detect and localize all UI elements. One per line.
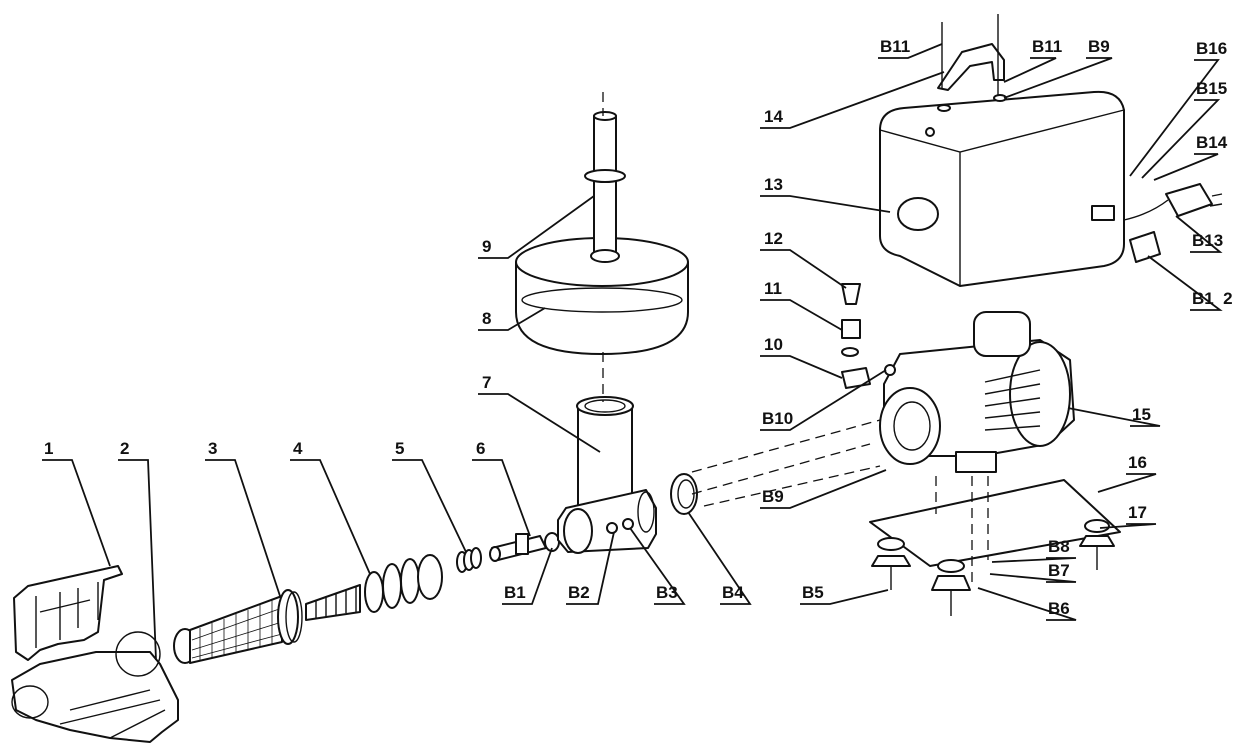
callout-b3: B3 bbox=[656, 583, 678, 602]
part-14-handle bbox=[937, 14, 1007, 112]
callout-b9-upper: B9 bbox=[1088, 37, 1110, 56]
callout-13: 13 bbox=[764, 175, 783, 194]
part-13-housing-box bbox=[879, 90, 1125, 287]
callout-b4: B4 bbox=[722, 583, 744, 602]
callout-10: 10 bbox=[764, 335, 783, 354]
part-b4-ring bbox=[670, 473, 698, 515]
part-7-body bbox=[557, 396, 657, 554]
callout-16: 16 bbox=[1128, 453, 1147, 472]
part-6-shaft bbox=[489, 533, 547, 562]
callout-b5: B5 bbox=[802, 583, 824, 602]
part-17-feet bbox=[871, 519, 1115, 616]
callout-b13: B13 bbox=[1192, 231, 1223, 250]
callout-14: 14 bbox=[764, 107, 783, 126]
part-15-motor bbox=[879, 311, 1075, 473]
callout-b11-left: B11 bbox=[880, 37, 910, 56]
callout-b2: B2 bbox=[568, 583, 590, 602]
part-5-spring bbox=[456, 547, 482, 573]
callout-12: 12 bbox=[764, 229, 783, 248]
callout-b16: B16 bbox=[1196, 39, 1227, 58]
part-1-cover-plate bbox=[13, 565, 123, 661]
callout-4: 4 bbox=[293, 439, 303, 458]
callout-9: 9 bbox=[482, 237, 491, 256]
callout-15: 15 bbox=[1132, 405, 1151, 424]
callout-b11-right: B11 bbox=[1032, 37, 1062, 56]
part-9-pusher bbox=[584, 111, 626, 263]
callout-b14: B14 bbox=[1196, 133, 1228, 152]
callout-b10: B10 bbox=[762, 409, 793, 428]
callout-7: 7 bbox=[482, 373, 491, 392]
callout-b9-lower: B9 bbox=[762, 487, 784, 506]
part-b13-plug bbox=[1123, 183, 1223, 221]
callout-11: 11 bbox=[764, 279, 782, 298]
assembly-dash-lines bbox=[691, 419, 881, 507]
callout-5: 5 bbox=[395, 439, 404, 458]
part-b12-switch bbox=[1129, 231, 1161, 263]
callout-6: 6 bbox=[476, 439, 485, 458]
callout-b6: B6 bbox=[1048, 599, 1070, 618]
callout-8: 8 bbox=[482, 309, 491, 328]
callout-1: 1 bbox=[44, 439, 53, 458]
part-4-spiral-screw bbox=[305, 554, 443, 621]
callout-b8: B8 bbox=[1048, 537, 1070, 556]
callout-3: 3 bbox=[208, 439, 217, 458]
part-10-12-fittings bbox=[841, 283, 871, 389]
callout-b1: B1 bbox=[504, 583, 526, 602]
callout-17: 17 bbox=[1128, 503, 1147, 522]
callout-b12: B1 2 bbox=[1192, 289, 1233, 308]
callout-b15: B15 bbox=[1196, 79, 1227, 98]
part-3-conical-sieve bbox=[173, 589, 303, 664]
callout-labels: 1 2 3 4 5 6 7 8 9 10 11 12 13 14 15 16 1… bbox=[44, 37, 1233, 618]
callout-2: 2 bbox=[120, 439, 129, 458]
part-2-housing bbox=[11, 631, 179, 743]
assembly-dash-lines-base bbox=[935, 476, 989, 582]
callout-b7: B7 bbox=[1048, 561, 1070, 580]
part-16-base-plate bbox=[869, 479, 1121, 567]
leader-lines bbox=[42, 43, 1223, 661]
